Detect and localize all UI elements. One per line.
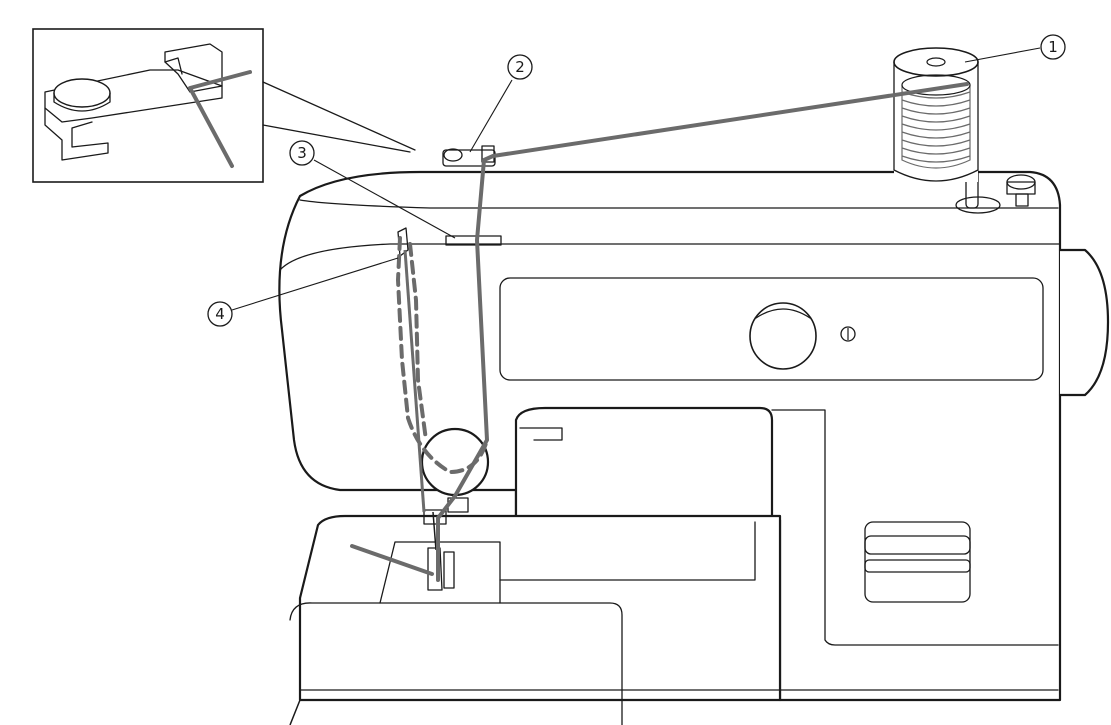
- callout-4-label: 4: [215, 305, 225, 323]
- callout-1-label: 1: [1048, 38, 1058, 56]
- callout-2-label: 2: [515, 58, 525, 76]
- callout-1: 1: [965, 35, 1065, 62]
- thread-guide-detail-inset: [33, 29, 415, 182]
- thread-tension-disc: [422, 429, 488, 495]
- callout-3-label: 3: [297, 144, 307, 162]
- top-thread-guide: [443, 146, 495, 166]
- thread-spool: [894, 48, 978, 182]
- callout-2: 2: [470, 55, 532, 152]
